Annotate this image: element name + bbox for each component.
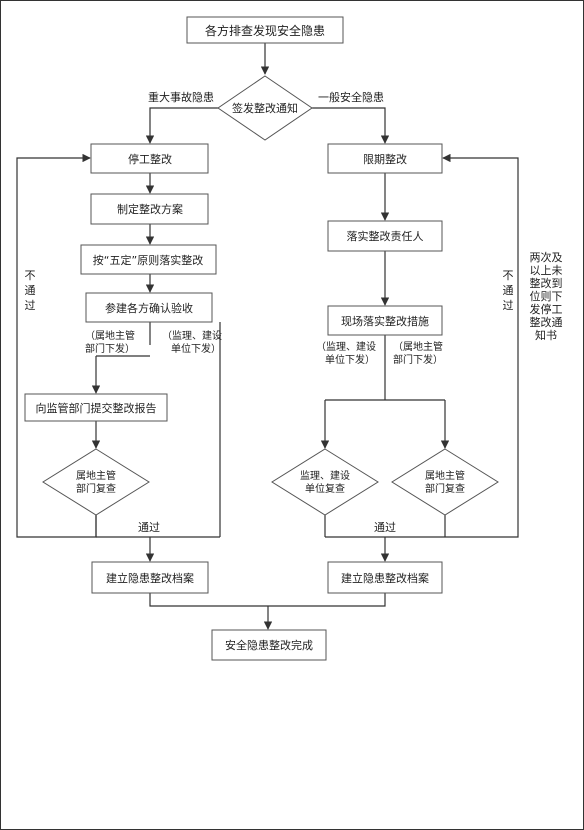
svg-text:现场落实整改措施: 现场落实整改措施 xyxy=(341,314,429,328)
node-submit-report: 向监管部门提交整改报告 xyxy=(24,393,168,422)
svg-text:通: 通 xyxy=(25,284,36,297)
decision-notice: 签发整改通知 xyxy=(217,75,313,141)
node-done: 安全隐患整改完成 xyxy=(211,629,327,661)
node-assign-person: 落实整改责任人 xyxy=(327,220,443,252)
svg-text:不: 不 xyxy=(25,269,36,282)
svg-text:两次及: 两次及 xyxy=(530,250,563,264)
label-left-issue: （属地主管 部门下发） xyxy=(85,329,135,355)
label-twice-fail: 两次及 以上未 整改到 位则下 发停工 整改通 知书 xyxy=(530,250,563,342)
svg-text:（属地主管: （属地主管 xyxy=(85,329,135,342)
svg-text:制定整改方案: 制定整改方案 xyxy=(117,202,183,216)
svg-text:过: 过 xyxy=(25,299,36,312)
svg-text:参建各方确认验收: 参建各方确认验收 xyxy=(105,301,193,315)
node-start: 各方排查发现安全隐患 xyxy=(186,16,344,44)
svg-text:部门下发）: 部门下发） xyxy=(85,342,135,355)
node-right-archive: 建立隐患整改档案 xyxy=(327,561,443,594)
decision-left-review: 属地主管 部门复查 xyxy=(42,448,150,516)
svg-text:签发整改通知: 签发整改通知 xyxy=(232,101,298,115)
svg-text:以上未: 以上未 xyxy=(530,264,563,277)
node-left-archive: 建立隐患整改档案 xyxy=(91,561,209,594)
svg-text:向监管部门提交整改报告: 向监管部门提交整改报告 xyxy=(36,401,157,415)
svg-text:（监理、建设: （监理、建设 xyxy=(316,340,376,353)
svg-text:停工整改: 停工整改 xyxy=(128,152,172,166)
node-make-plan: 制定整改方案 xyxy=(90,193,209,225)
decision-mid-review: 监理、建设 单位复查 xyxy=(271,448,379,516)
svg-text:（监理、建设: （监理、建设 xyxy=(162,329,222,342)
label-right-issue: （监理、建设 单位下发） xyxy=(316,340,376,366)
node-five-fixed: 按“五定”原则落实整改 xyxy=(80,244,217,275)
svg-text:单位下发）: 单位下发） xyxy=(325,353,375,366)
svg-text:部门下发）: 部门下发） xyxy=(393,353,443,366)
label-left-fail: 不 通 过 xyxy=(25,269,36,312)
node-onsite-measures: 现场落实整改措施 xyxy=(327,305,443,336)
label-major: 重大事故隐患 xyxy=(148,90,214,104)
svg-text:知书: 知书 xyxy=(535,328,557,342)
svg-text:按“五定”原则落实整改: 按“五定”原则落实整改 xyxy=(93,253,203,267)
svg-text:属地主管: 属地主管 xyxy=(76,469,116,482)
svg-text:过: 过 xyxy=(503,299,514,312)
svg-text:部门复查: 部门复查 xyxy=(76,482,116,495)
svg-text:通: 通 xyxy=(503,284,514,297)
svg-text:各方排查发现安全隐患: 各方排查发现安全隐患 xyxy=(205,23,325,38)
svg-text:安全隐患整改完成: 安全隐患整改完成 xyxy=(225,638,313,652)
svg-text:（属地主管: （属地主管 xyxy=(393,340,443,353)
label-right-fail: 不 通 过 xyxy=(503,269,514,312)
svg-text:位则下: 位则下 xyxy=(530,289,563,303)
svg-text:整改到: 整改到 xyxy=(530,276,563,290)
svg-text:限期整改: 限期整改 xyxy=(363,152,407,166)
svg-text:落实整改责任人: 落实整改责任人 xyxy=(347,229,424,243)
svg-text:单位下发）: 单位下发） xyxy=(171,342,221,355)
svg-text:监理、建设: 监理、建设 xyxy=(300,469,350,482)
label-general: 一般安全隐患 xyxy=(318,90,384,104)
svg-text:建立隐患整改档案: 建立隐患整改档案 xyxy=(341,571,429,585)
node-limited-rectify: 限期整改 xyxy=(327,143,443,174)
svg-text:属地主管: 属地主管 xyxy=(425,469,465,482)
node-stop-work: 停工整改 xyxy=(90,143,209,174)
label-right-issue2: （属地主管 部门下发） xyxy=(393,340,443,366)
svg-text:建立隐患整改档案: 建立隐患整改档案 xyxy=(106,571,194,585)
svg-text:单位复查: 单位复查 xyxy=(305,482,345,495)
connectors xyxy=(16,43,519,630)
decision-right-review: 属地主管 部门复查 xyxy=(391,448,499,516)
label-left-issue2: （监理、建设 单位下发） xyxy=(162,329,222,355)
svg-text:整改通: 整改通 xyxy=(530,315,563,329)
svg-text:不: 不 xyxy=(503,269,514,282)
svg-text:发停工: 发停工 xyxy=(530,302,563,316)
svg-text:部门复查: 部门复查 xyxy=(425,482,465,495)
label-left-pass: 通过 xyxy=(138,521,160,534)
node-joint-accept: 参建各方确认验收 xyxy=(85,292,213,323)
label-right-pass: 通过 xyxy=(374,521,396,534)
